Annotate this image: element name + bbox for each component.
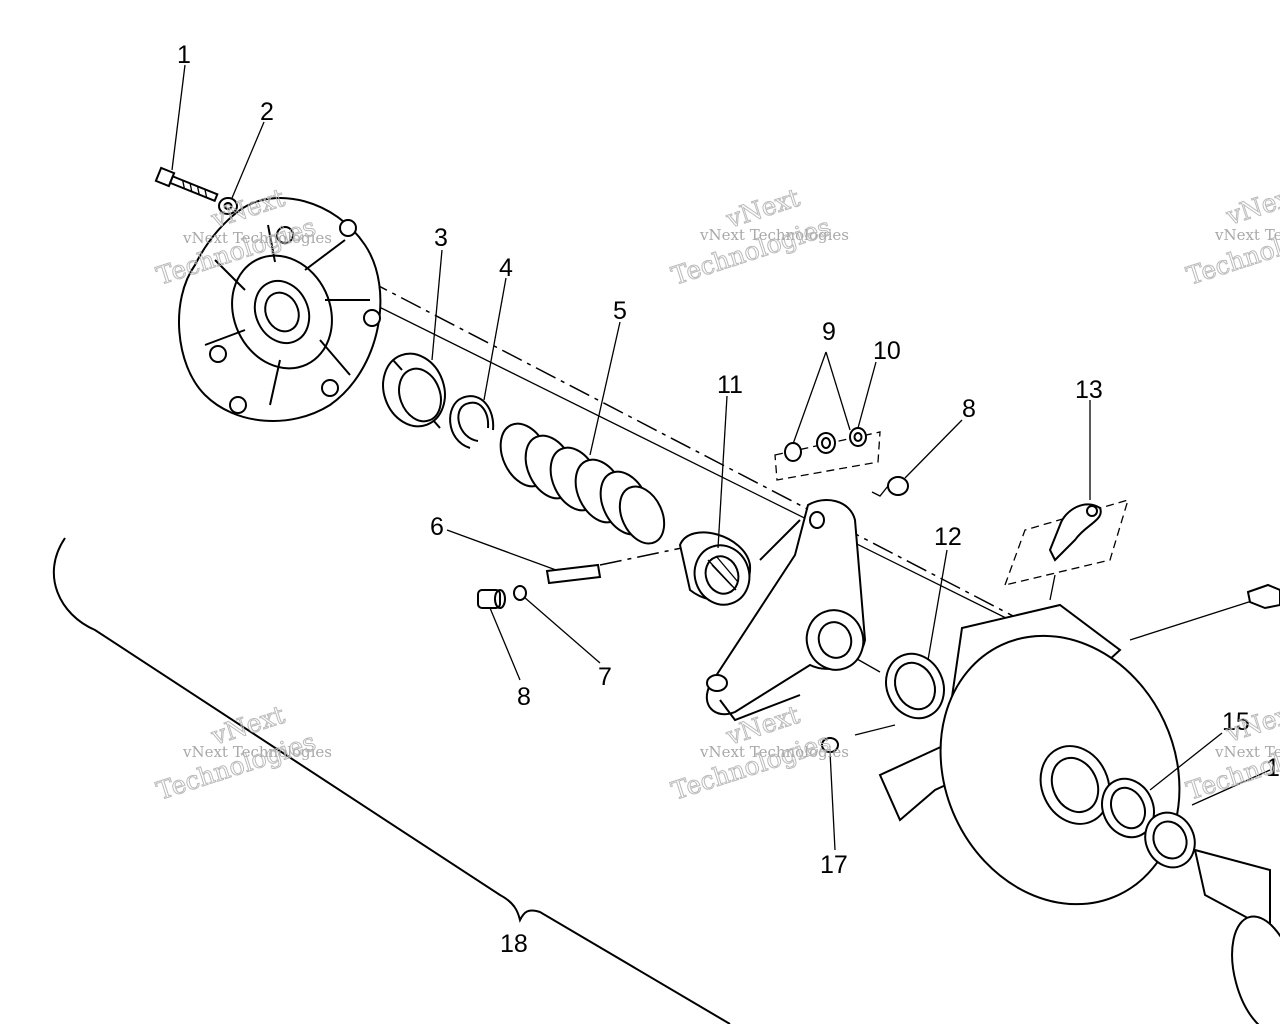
- cover-housing: [178, 196, 382, 422]
- watermark-bottom-left: vNext vNext Technologies Technologies: [152, 699, 332, 806]
- callout-1: 1: [177, 41, 191, 69]
- callout-3: 3: [434, 224, 448, 252]
- leader-lines: [171, 64, 1271, 851]
- cap-nut-left: [477, 589, 506, 609]
- callout-11: 11: [717, 371, 743, 399]
- watermark-top-center: vNext vNext Technologies Technologies: [667, 182, 849, 291]
- snap-ring: [449, 395, 495, 449]
- cap-nut-right: [871, 476, 909, 497]
- callout-17: 17: [820, 851, 848, 879]
- svg-text:vNext Technologies: vNext Technologies: [699, 743, 849, 761]
- svg-text:vNext Technologies: vNext Technologies: [699, 226, 849, 244]
- group-bracket-18: [52, 537, 731, 1024]
- callout-6: 6: [430, 513, 444, 541]
- watermark-bottom-center: vNext vNext Technologies Technologies: [667, 699, 849, 806]
- callout-7: 7: [598, 663, 612, 691]
- svg-text:vNext: vNext: [1222, 697, 1280, 748]
- callout-8-right: 8: [962, 395, 976, 423]
- callout-12: 12: [934, 523, 962, 551]
- seal-ring: [885, 652, 945, 720]
- washer-part: [218, 197, 238, 215]
- callout-13: 13: [1075, 376, 1103, 404]
- bolt-part: [154, 166, 219, 203]
- roller-bearing: [678, 531, 752, 606]
- callout-9: 9: [822, 318, 836, 346]
- watermark-top-right: vNext vNext Technologies Technologies: [1182, 179, 1280, 291]
- callout-8-left: 8: [517, 683, 531, 711]
- svg-text:vNext Technologies: vNext Technologies: [1214, 226, 1280, 244]
- arm-bracket: [705, 499, 867, 722]
- pin-part: [545, 563, 602, 585]
- callout-labels: 1 2 3 4 5 6 7 8 8 9 10 11 12 13 15 17 18…: [177, 41, 1280, 958]
- sheave-body: [878, 583, 1280, 1024]
- svg-text:vNext Technologies: vNext Technologies: [182, 229, 332, 247]
- svg-text:vNext Technologies: vNext Technologies: [1214, 743, 1280, 761]
- axis-lines: [299, 244, 1256, 736]
- callout-4: 4: [499, 254, 513, 282]
- callout-10: 10: [873, 337, 901, 365]
- bushing-ring: [382, 352, 446, 429]
- callout-18: 18: [500, 930, 528, 958]
- callout-5: 5: [613, 297, 627, 325]
- oring-part: [513, 585, 527, 601]
- svg-text:vNext Technologies: vNext Technologies: [182, 743, 332, 761]
- clip-part: [1003, 499, 1129, 601]
- callout-1-partial: 1: [1266, 754, 1280, 782]
- washer-group-9-10: [774, 427, 881, 481]
- callout-2: 2: [260, 98, 274, 126]
- coil-spring: [499, 422, 666, 545]
- svg-text:vNext: vNext: [1222, 180, 1280, 231]
- callout-15: 15: [1222, 708, 1250, 736]
